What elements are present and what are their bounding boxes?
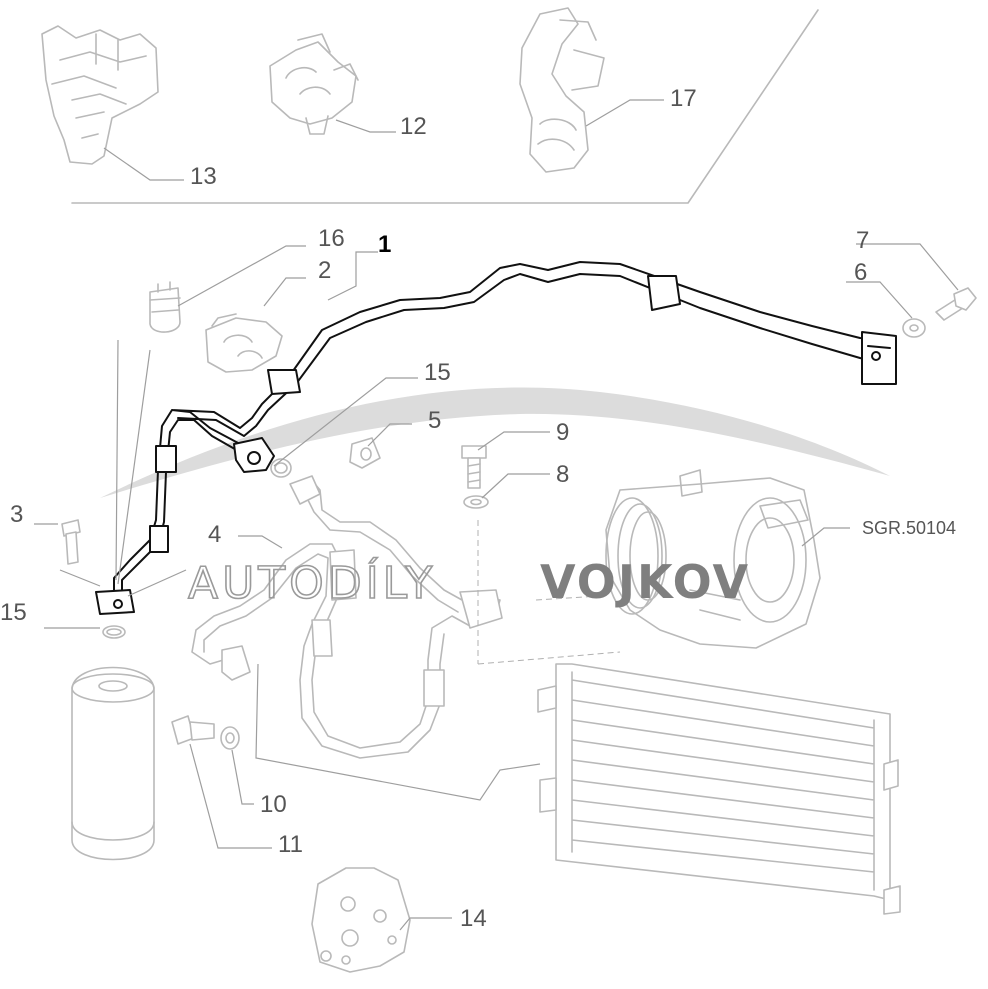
label-3: 3: [10, 501, 23, 528]
label-4: 4: [208, 521, 221, 548]
label-5: 5: [428, 407, 441, 434]
leader-lines: [34, 99, 959, 931]
label-1: 1: [378, 231, 391, 258]
bolt-9: [461, 445, 487, 489]
watermark-swoosh: [100, 387, 890, 498]
reference-code: SGR.50104: [862, 518, 956, 538]
watermark-light: AUTODÍLY: [188, 556, 436, 609]
hose-4: [191, 475, 503, 759]
washer-6: [902, 318, 926, 338]
clamp-17: [519, 7, 605, 173]
compressor: [605, 469, 821, 649]
label-15-top: 15: [424, 359, 451, 386]
label-13: 13: [190, 163, 217, 190]
gasket-14: [311, 867, 411, 973]
bolt-3: [61, 519, 81, 565]
washer-8: [463, 495, 489, 509]
label-10: 10: [260, 791, 287, 818]
label-17: 17: [670, 85, 697, 112]
ac-hose-1: [95, 261, 897, 615]
clip-2: [205, 313, 283, 373]
pressure-switch-16: [149, 281, 181, 333]
clip-12: [269, 33, 359, 135]
o-ring-15b: [102, 625, 126, 639]
condenser: [537, 663, 901, 915]
label-15-left: 15: [0, 599, 27, 626]
label-9: 9: [556, 419, 569, 446]
washer-10: [220, 726, 240, 750]
label-12: 12: [400, 113, 427, 140]
label-16: 16: [318, 225, 345, 252]
bracket-13: [41, 25, 159, 165]
bolt-7: [935, 287, 977, 321]
dashed-lines: [477, 520, 621, 665]
fitting-5: [349, 437, 381, 469]
label-7: 7: [856, 227, 869, 254]
watermark-bold: VOJKOV: [540, 555, 750, 609]
label-6: 6: [854, 259, 867, 286]
label-14: 14: [460, 905, 487, 932]
receiver-drier: [71, 666, 155, 861]
top-group-frame: [71, 9, 819, 204]
label-8: 8: [556, 461, 569, 488]
label-2: 2: [318, 257, 331, 284]
bolt-11: [171, 715, 215, 745]
o-ring-15a: [270, 458, 292, 478]
label-11: 11: [278, 831, 303, 858]
